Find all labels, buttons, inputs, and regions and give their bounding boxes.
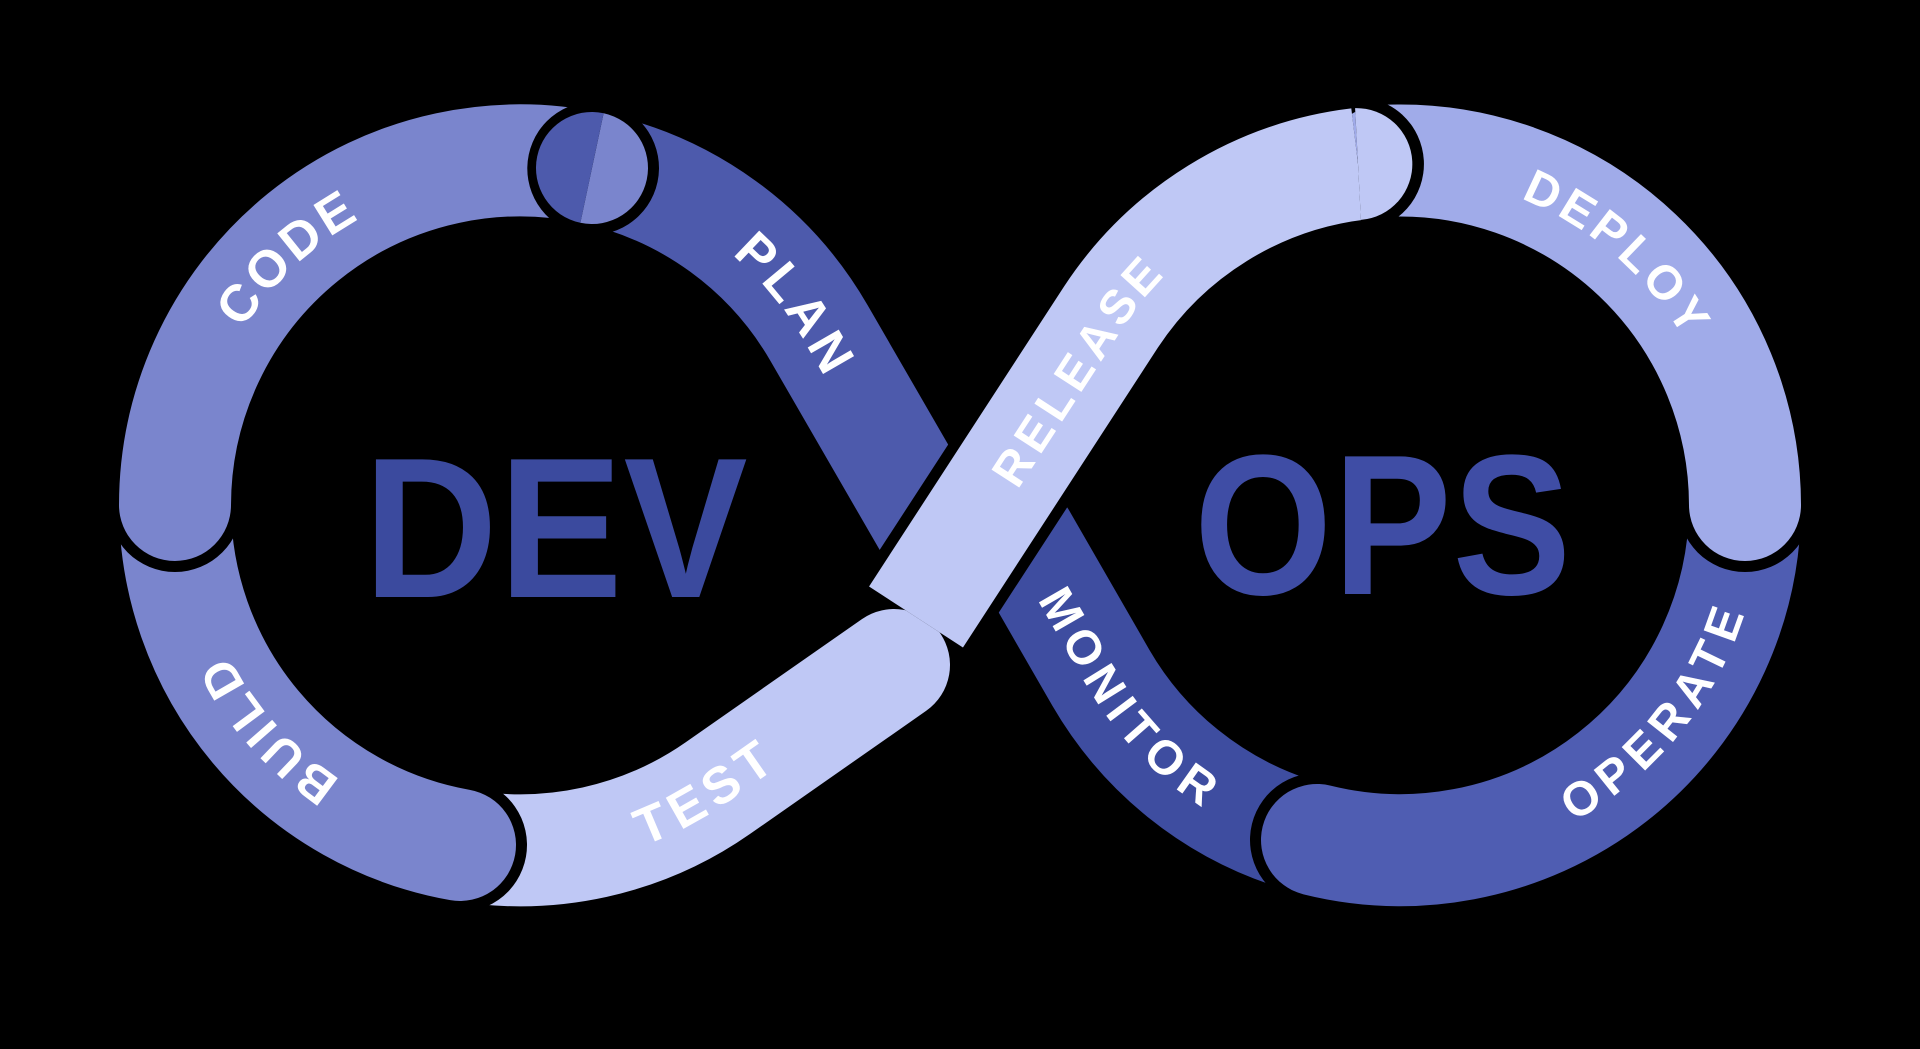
segment-operate-band [1261, 449, 1801, 907]
ops-word: OPS [1194, 414, 1572, 637]
plan-cap [535, 111, 604, 223]
dev-word: DEV [364, 417, 749, 640]
segment-code-band [119, 104, 648, 561]
segment-release-band [869, 108, 1366, 648]
segment-deploy-band [1326, 104, 1801, 561]
segment-build-band [118, 449, 516, 901]
release-cap [1355, 108, 1413, 220]
